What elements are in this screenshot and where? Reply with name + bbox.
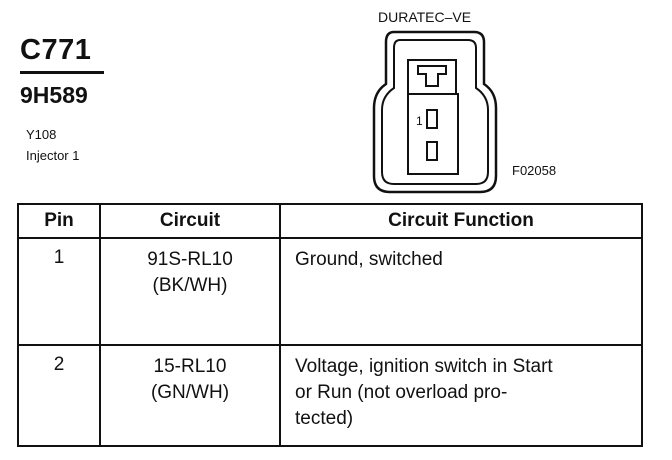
pin-cavity-frame: [407, 93, 459, 175]
part-number: 9H589: [20, 82, 88, 108]
circuit-cell: 91S-RL10 (BK/WH): [99, 237, 281, 346]
header-circuit-function: Circuit Function: [279, 203, 643, 239]
engine-label: DURATEC–VE: [378, 9, 472, 25]
function-text: or Run (not overload pro-: [295, 382, 508, 403]
function-text: Voltage, ignition switch in Start: [295, 356, 553, 377]
component-description: Injector 1: [26, 148, 80, 163]
pin-cell: 1: [17, 237, 101, 346]
circuit-code: 91S-RL10: [147, 249, 233, 270]
wire-color: (GN/WH): [150, 382, 230, 403]
circuit-code: 15-RL10: [153, 356, 227, 377]
pin-1-cavity: [426, 109, 438, 129]
table-row: 2 15-RL10 (GN/WH) Voltage, ignition swit…: [17, 344, 643, 447]
circuit-cell: 15-RL10 (GN/WH): [99, 344, 281, 447]
pin-1-label: 1: [416, 114, 423, 128]
circuit-code: Y108: [26, 127, 57, 142]
header-pin: Pin: [17, 203, 101, 239]
function-cell: Voltage, ignition switch in Start or Run…: [279, 344, 643, 447]
table-header-row: Pin Circuit Circuit Function: [17, 203, 643, 239]
title-underline: [20, 71, 104, 74]
pin-2-cavity: [426, 141, 438, 161]
function-cell: Ground, switched: [279, 237, 643, 346]
function-text: Ground, switched: [295, 249, 443, 270]
table-row: 1 91S-RL10 (BK/WH) Ground, switched: [17, 237, 643, 346]
figure-id: F02058: [512, 163, 557, 178]
pin-table: Pin Circuit Circuit Function 1 91S-RL10 …: [17, 203, 643, 447]
latch-tab: [417, 65, 447, 87]
function-text: tected): [295, 408, 354, 429]
connector-id: C771: [20, 34, 92, 66]
connector-face-drawing: 1: [372, 30, 498, 194]
wire-color: (BK/WH): [152, 275, 228, 296]
connector-inner-housing: [381, 39, 489, 185]
connector-outer-housing: [372, 30, 498, 194]
pin-cell: 2: [17, 344, 101, 447]
header-circuit: Circuit: [99, 203, 281, 239]
